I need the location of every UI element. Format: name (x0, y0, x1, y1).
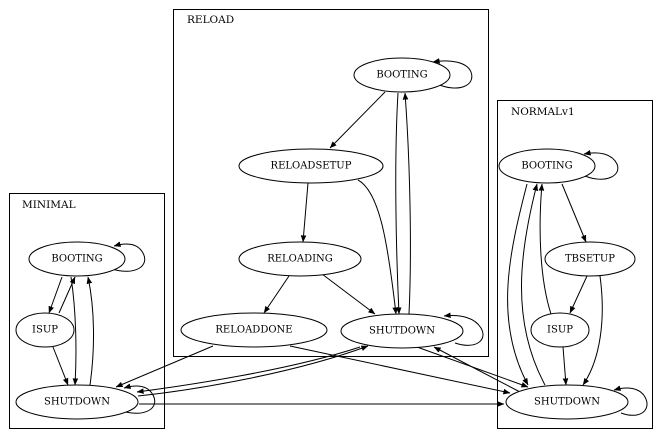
edge-reload-booting-to-reloadsetup (329, 91, 386, 149)
node-minimal-booting-shape (28, 241, 126, 277)
node-normal-isup-shape (530, 312, 590, 348)
node-minimal-booting-label: BOOTING (51, 254, 102, 265)
cluster-minimal-label: MINIMAL (22, 199, 76, 211)
edge-reload-shutdown-self (443, 312, 484, 346)
node-normal-shutdown[interactable]: SHUTDOWN (505, 384, 629, 420)
cluster-minimal: MINIMAL (9, 193, 165, 429)
node-normal-isup-label: ISUP (547, 325, 573, 336)
edge-reloadsetup-to-reloading (300, 182, 309, 243)
node-reloading-shape (238, 241, 362, 277)
node-reload-booting-label: BOOTING (376, 70, 427, 81)
edge-minimal-booting-self (111, 241, 146, 272)
node-reload-shutdown[interactable]: SHUTDOWN (340, 313, 464, 349)
node-reloading[interactable]: RELOADING (238, 241, 362, 277)
node-minimal-shutdown-label: SHUTDOWN (44, 397, 110, 408)
cluster-normalv1-box (497, 100, 653, 429)
edge-reloaddone-to-normal-shutdown (289, 345, 511, 395)
cluster-reload-box (173, 9, 489, 357)
edge-normal-isup-to-booting (538, 183, 552, 315)
node-minimal-isup-shape (15, 312, 75, 348)
node-normal-shutdown-label: SHUTDOWN (534, 397, 600, 408)
edge-minimal-isup-to-booting (58, 276, 76, 314)
node-minimal-isup[interactable]: ISUP (15, 312, 75, 348)
edge-minimal-booting-to-isup (48, 276, 63, 314)
node-reloading-label: RELOADING (267, 254, 333, 265)
edge-minimal-isup-to-shutdown (52, 346, 69, 386)
node-minimal-booting[interactable]: BOOTING (28, 241, 126, 277)
node-minimal-shutdown[interactable]: SHUTDOWN (15, 384, 139, 420)
node-normal-booting-shape (498, 148, 596, 184)
node-reload-booting[interactable]: BOOTING (353, 57, 451, 93)
node-reload-shutdown-label: SHUTDOWN (369, 326, 435, 337)
node-reload-shutdown-shape (340, 313, 464, 349)
edge-minimal-shutdown-self (121, 383, 156, 414)
node-reload-booting-shape (353, 57, 451, 93)
node-reloaddone[interactable]: RELOADDONE (180, 312, 328, 348)
edges (48, 58, 648, 416)
edge-minimal-booting-to-shutdown (70, 276, 79, 386)
node-normal-shutdown-shape (505, 384, 629, 420)
edge-reloaddone-to-minimal-shutdown (115, 345, 214, 388)
node-reloaddone-label: RELOADDONE (215, 325, 292, 336)
node-reloadsetup-shape (238, 148, 384, 184)
cluster-normalv1-label: NORMALv1 (511, 106, 575, 118)
node-normal-isup[interactable]: ISUP (530, 312, 590, 348)
edge-normal-isup-to-shutdown (562, 346, 569, 386)
edge-reload-booting-self (432, 58, 473, 89)
cluster-reload-label: RELOAD (187, 14, 234, 26)
edge-tbsetup-to-isup (569, 275, 588, 314)
edge-reloading-to-shutdown (321, 273, 376, 315)
edge-minimal-shutdown-to-booting (86, 276, 95, 386)
edge-normal-booting-to-shutdown (507, 183, 529, 386)
node-minimal-isup-label: ISUP (32, 325, 58, 336)
cluster-normalv1: NORMALv1 (497, 100, 653, 429)
edge-tbsetup-to-shutdown (582, 275, 603, 386)
edge-minimal-shutdown-to-reload-shutdown (137, 345, 369, 397)
node-normal-booting[interactable]: BOOTING (498, 148, 596, 184)
node-tbsetup-label: TBSETUP (565, 254, 615, 265)
node-normal-booting-label: BOOTING (521, 161, 572, 172)
edge-normal-shutdown-self (613, 385, 648, 416)
edge-normal-shutdown-to-booting (521, 183, 546, 386)
edge-normal-booting-to-tbsetup (561, 183, 587, 243)
edge-reload-shutdown-to-booting (402, 92, 411, 315)
edge-reload-booting-to-shutdown (395, 92, 402, 315)
node-minimal-shutdown-shape (15, 384, 139, 420)
node-tbsetup[interactable]: TBSETUP (544, 241, 636, 277)
edge-reloadsetup-to-shutdown (357, 179, 399, 315)
edge-normal-shutdown-to-reload-shutdown (433, 346, 521, 393)
edge-reload-shutdown-to-minimal-shutdown (136, 346, 361, 394)
cluster-minimal-box (9, 193, 165, 429)
cluster-reload: RELOAD (173, 9, 489, 357)
node-reloadsetup[interactable]: RELOADSETUP (238, 148, 384, 184)
edge-normal-booting-self (583, 150, 619, 180)
node-reloadsetup-label: RELOADSETUP (271, 161, 352, 172)
edge-reloading-to-reloaddone (263, 275, 290, 314)
node-reloaddone-shape (180, 312, 328, 348)
node-tbsetup-shape (544, 241, 636, 277)
